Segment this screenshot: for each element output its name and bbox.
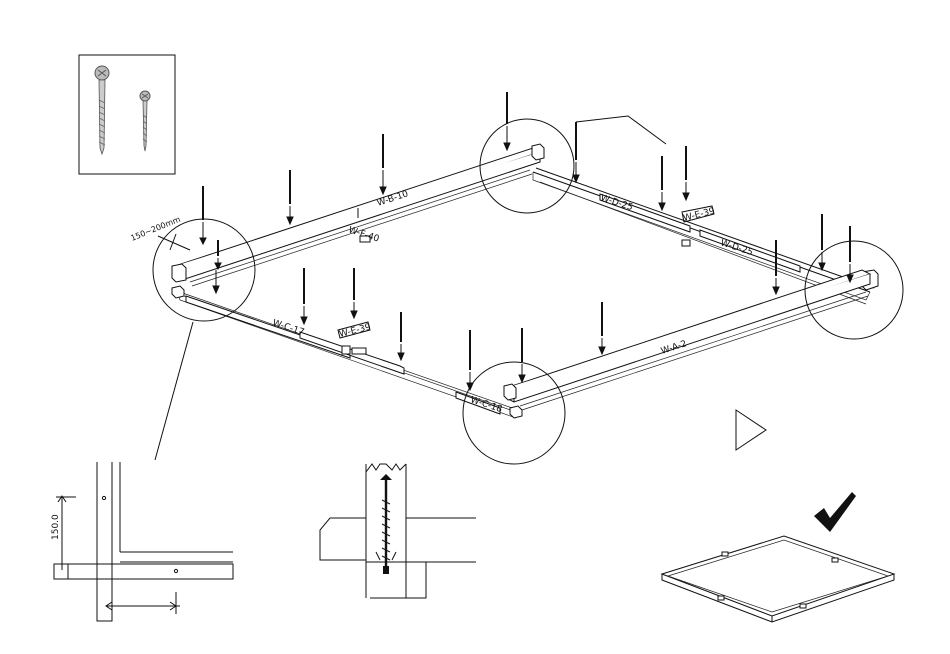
label-w-c-18: W-C-18 [469,395,504,415]
screw-long-icon [95,66,109,154]
screws-reference-box [79,55,175,174]
screw-marker [200,186,206,244]
detail-height-label: 150.0 [51,514,61,540]
main-frame [172,144,878,418]
screw-marker [380,134,386,194]
screw-marker [213,270,219,293]
label-w-e-39-right-box: W-E-39 [682,206,716,224]
screw-marker [301,268,307,324]
screw-marker [659,156,665,210]
screw-marker [504,92,510,150]
finished-frame-thumbnail [662,536,894,622]
screw-section-detail [320,464,476,598]
screw-marker [351,268,357,318]
screw-marker [599,302,605,354]
play-triangle-icon [736,410,766,450]
screw-marker [398,312,404,360]
label-w-e-39-left: W-E-39 [338,322,372,340]
screw-marker [519,328,525,382]
screw-marker [683,146,689,200]
screw-marker [467,330,473,390]
label-w-e-39-right: W-E-39 [682,206,716,224]
label-w-e-39-left-box: W-E-39 [338,322,372,340]
screw-marker [287,170,293,224]
corner-plan-detail: 150.0 [51,462,233,621]
screw-short-icon [140,91,150,151]
detail-circles [153,116,903,464]
checkmark-icon [814,492,856,532]
screw-marker [819,214,825,270]
